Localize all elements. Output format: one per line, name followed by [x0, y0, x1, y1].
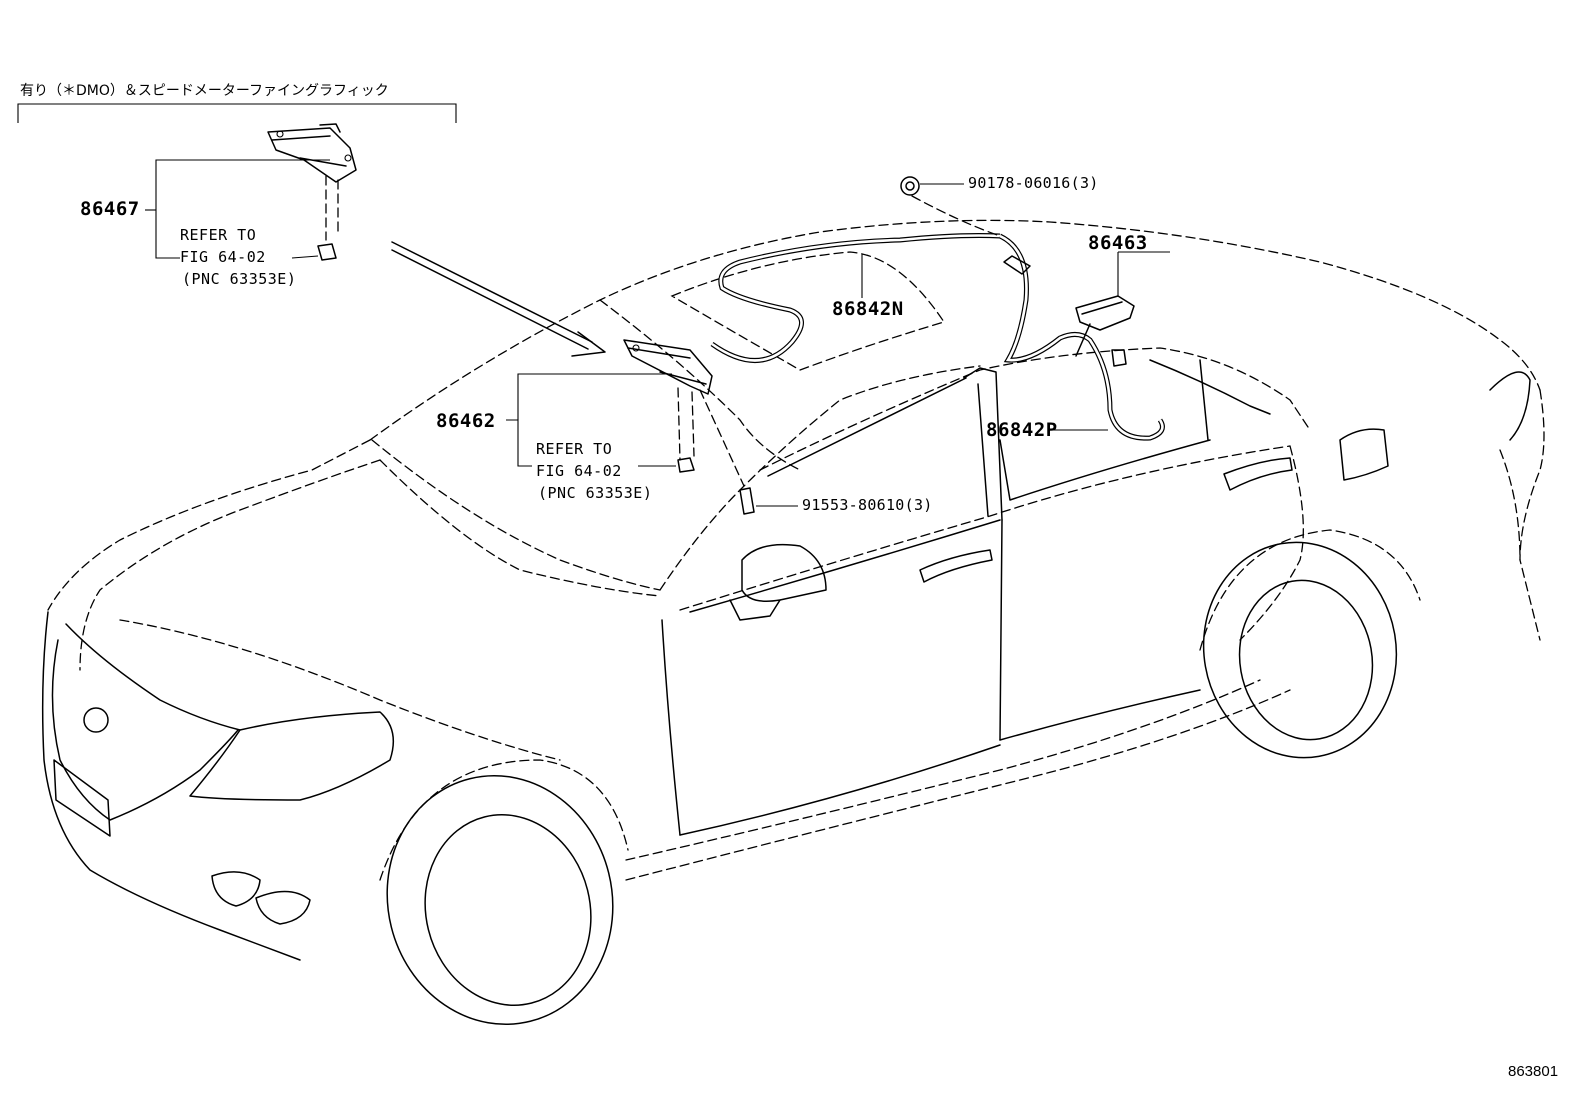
part-label-86842P[interactable]: 86842P — [986, 419, 1058, 441]
refer-top-line1: REFER TO — [180, 226, 257, 244]
refer-mid-line2[interactable]: FIG 64-02 — [536, 462, 622, 480]
component-86462 — [506, 339, 755, 515]
header-note: 有り（＊DMO）＆スピードメーターファイングラフィック — [20, 83, 389, 99]
direction-arrow — [391, 241, 606, 357]
refer-mid-line3: (PNC 63353E) — [538, 484, 653, 502]
header-bracket — [17, 103, 457, 123]
part-label-86463[interactable]: 86463 — [1088, 232, 1148, 254]
cable-86842N — [710, 233, 1001, 363]
component-86463 — [1075, 251, 1170, 367]
part-label-86467[interactable]: 86467 — [80, 198, 140, 220]
component-86467-detail — [145, 123, 357, 261]
part-label-90178[interactable]: 90178-06016(3) — [968, 174, 1099, 192]
car-body — [41, 219, 1545, 1026]
part-label-86842N[interactable]: 86842N — [832, 298, 904, 320]
part-label-91553[interactable]: 91553-80610(3) — [802, 496, 933, 514]
part-label-86462[interactable]: 86462 — [436, 410, 496, 432]
refer-top-line2[interactable]: FIG 64-02 — [180, 248, 266, 266]
clip-90178 — [900, 176, 1001, 237]
cable-86842P — [998, 233, 1165, 441]
refer-mid-line1: REFER TO — [536, 440, 613, 458]
refer-top-line3: (PNC 63353E) — [182, 270, 297, 288]
diagram-code: 863801 — [1508, 1063, 1559, 1080]
